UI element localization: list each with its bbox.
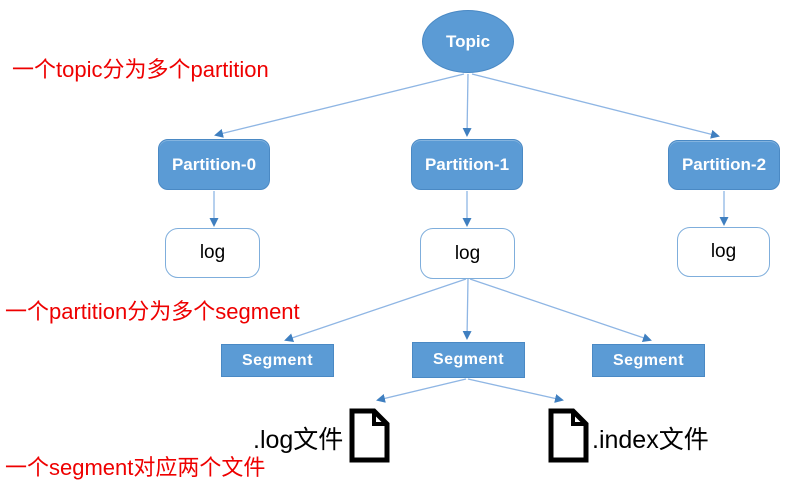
arrow-segment-to-index-file [467,378,564,403]
partition-0-label: Partition-0 [171,154,257,174]
segment-label-2: Segment [612,351,685,369]
document-icon [548,408,589,463]
segment-node-0: Segment [221,344,334,377]
topic-label: Topic [445,31,491,51]
arrow-topic-to-partition-1 [462,73,472,137]
segment-node-1: Segment [412,342,525,378]
document-icon [349,408,390,463]
log-label-0: log [199,242,226,263]
annotation-topic-partition: 一个topic分为多个partition [12,57,269,82]
log-file-label: .log文件 [253,426,344,454]
log-node-2: log [677,227,770,277]
log-node-1: log [420,228,515,279]
arrow-log-to-segment-1 [462,278,472,340]
annotation-segment-files: 一个segment对应两个文件 [5,455,266,480]
partition-1-label: Partition-1 [424,154,510,174]
log-label-1: log [454,242,481,264]
arrow-topic-to-partition-2 [471,73,720,139]
index-file-label: .index文件 [592,426,709,454]
partition-1-node: Partition-1 [411,139,523,190]
log-node-0: log [165,228,260,278]
topic-node: Topic [422,10,514,73]
arrow-segment-to-log-file [376,378,467,403]
partition-2-node: Partition-2 [668,140,780,190]
segment-label-1: Segment [432,351,505,368]
arrow-log-to-segment-0 [284,278,467,343]
partition-2-label: Partition-2 [681,155,767,174]
log-label-2: log [710,241,737,262]
partition-0-node: Partition-0 [158,139,270,190]
segment-node-2: Segment [592,344,705,377]
segment-label-0: Segment [241,351,314,369]
annotation-partition-segment: 一个partition分为多个segment [5,299,300,324]
arrow-log-to-segment-2 [469,278,652,343]
